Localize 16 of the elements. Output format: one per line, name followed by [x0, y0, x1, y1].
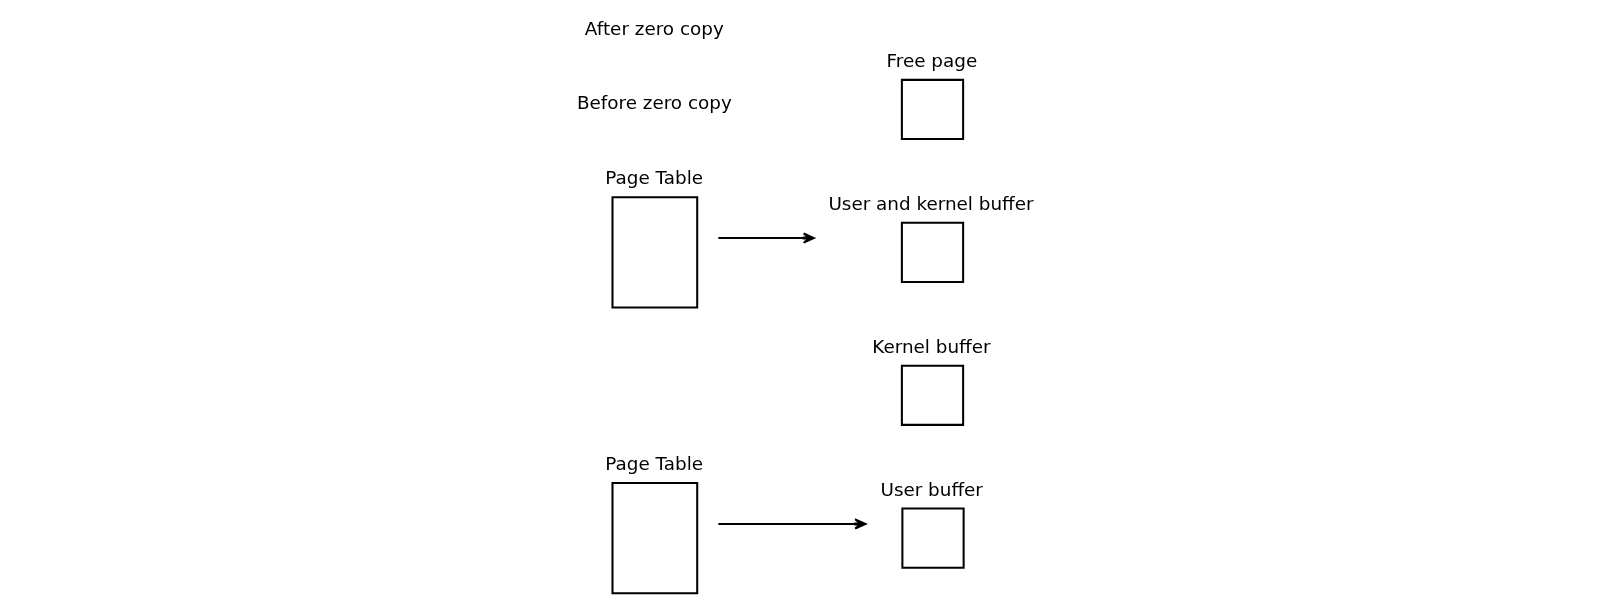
- node-box: [901, 507, 965, 569]
- node-box: [900, 364, 965, 426]
- arrow: [718, 232, 815, 244]
- node-box: [611, 482, 699, 595]
- node-label: Kernel buffer: [872, 335, 991, 357]
- node-box: [611, 196, 699, 309]
- node-label: Page Table: [605, 167, 704, 189]
- node-box: [900, 221, 965, 283]
- node-label: User buffer: [880, 478, 983, 500]
- node-label: Free page: [886, 50, 978, 71]
- node-label: User and kernel buffer: [828, 192, 1034, 214]
- label: Before zero copy: [576, 91, 732, 113]
- arrow: [718, 518, 867, 530]
- node-label: Page Table: [605, 453, 704, 475]
- label: After zero copy: [584, 18, 724, 40]
- node-box: [900, 78, 965, 141]
